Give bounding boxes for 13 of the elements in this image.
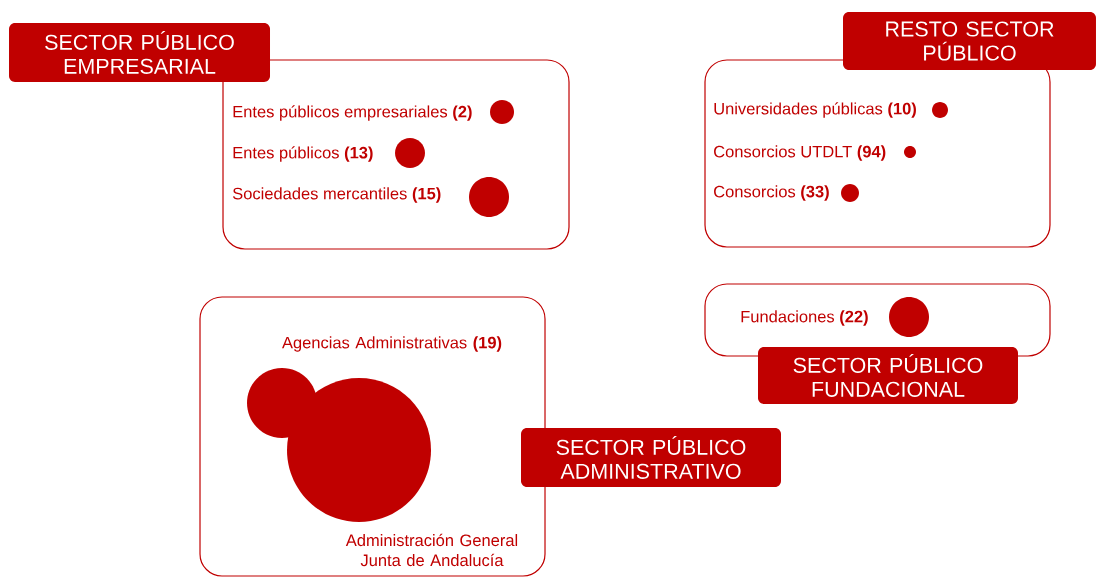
header-tab: RESTO SECTOR PÚBLICO [843, 12, 1096, 70]
item-label: Universidades públicas (10) [714, 102, 916, 118]
item-label: Entes públicos empresariales (2) [233, 105, 472, 121]
item-label: Agencias Administrativas (19) [282, 336, 502, 352]
header-tab: SECTOR PÚBLICO ADMINISTRATIVO [521, 428, 781, 487]
header-tab: SECTOR PÚBLICO FUNDACIONAL [758, 347, 1018, 404]
item-label: Sociedades mercantiles (15) [232, 187, 441, 203]
header-tab: SECTOR PÚBLICO EMPRESARIAL [9, 23, 270, 82]
item-label: Consorcios (33) [714, 185, 829, 201]
item-label: Entes públicos (13) [233, 146, 373, 162]
item-label: Fundaciones (22) [741, 310, 868, 326]
item-label: Administración General Junta de Andalucía [345, 533, 518, 567]
item-label: Consorcios UTDLT (94) [714, 145, 886, 161]
